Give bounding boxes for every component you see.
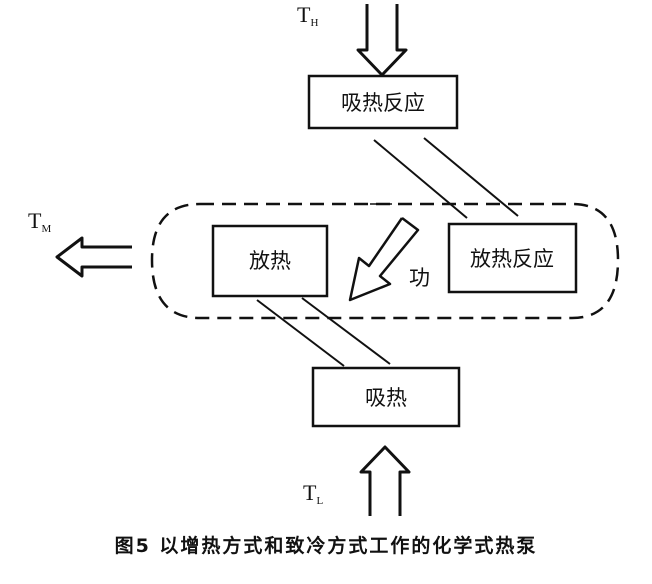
temp-low-label: TL [303, 480, 323, 507]
reactant-transfer-lines-top [373, 137, 519, 219]
heat-input-low-arrow [359, 445, 411, 516]
heat-absorption-box: 吸热 [311, 366, 461, 428]
exothermic-reaction-label: 放热反应 [470, 247, 554, 271]
endothermic-reaction-box: 吸热反应 [307, 74, 459, 130]
endothermic-reaction-label: 吸热反应 [341, 91, 425, 115]
heat-output-medium-arrow [55, 236, 132, 278]
work-arrow [348, 217, 420, 302]
temp-medium-label: TM [28, 208, 51, 235]
heat-absorption-label: 吸热 [365, 386, 407, 410]
exothermic-reaction-box: 放热反应 [447, 222, 578, 294]
figure-caption: 图5 以增热方式和致冷方式工作的化学式热泵 [114, 535, 538, 557]
work-label: 功 [409, 266, 430, 290]
dashed-enclosure [150, 202, 620, 320]
temp-high-label: TH [297, 2, 318, 29]
heat-release-label: 放热 [249, 249, 291, 273]
reactant-transfer-lines-bottom [256, 297, 391, 367]
heat-release-box: 放热 [211, 224, 329, 298]
heat-input-high-arrow [356, 4, 408, 77]
